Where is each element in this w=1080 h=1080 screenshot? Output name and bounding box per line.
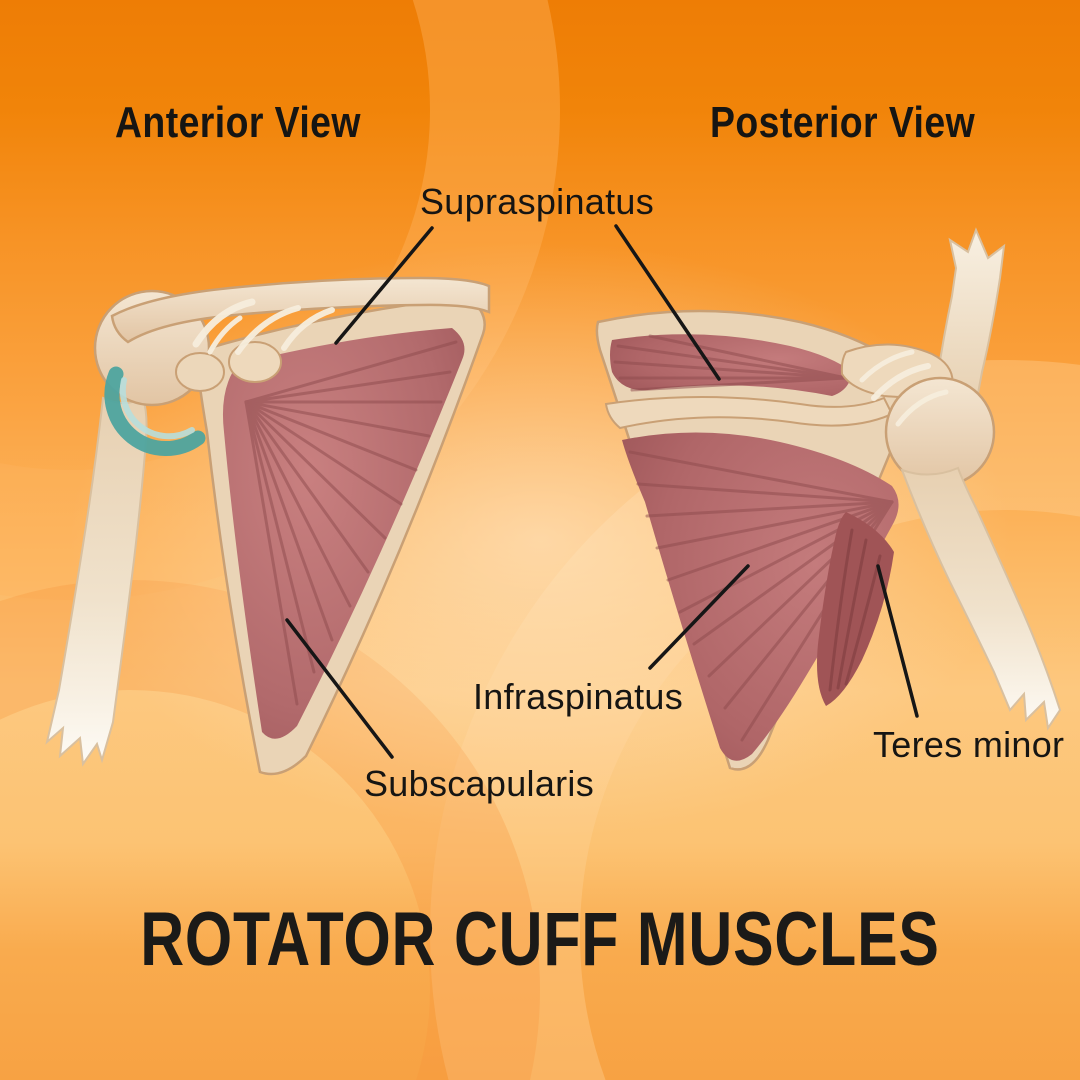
supraspinatus-leader-anterior <box>334 226 434 345</box>
teres-minor-label: Teres minor <box>873 724 1065 765</box>
humerus-anterior <box>45 396 148 767</box>
infraspinatus-label: Infraspinatus <box>473 676 684 717</box>
greater-tubercle <box>175 352 225 392</box>
anterior-figure <box>45 276 491 776</box>
coracoid-process <box>228 341 282 383</box>
glenoid-cartilage-highlight <box>119 377 195 440</box>
shoulder-ligaments-posterior <box>859 349 949 427</box>
subscapularis-leader <box>285 618 394 759</box>
poster-title: ROTATOR CUFF MUSCLES <box>140 897 940 982</box>
infraspinatus-leader <box>648 564 750 670</box>
subscapularis-striations <box>244 340 458 706</box>
supraspinatus-label: Supraspinatus <box>420 181 655 222</box>
posterior-figure <box>595 227 1062 771</box>
scapular-spine <box>604 396 894 430</box>
subscapularis-label: Subscapularis <box>364 763 595 804</box>
posterior-view-label: Posterior View <box>710 98 976 147</box>
leader-lines <box>285 224 919 759</box>
clavicle-anterior <box>110 276 491 344</box>
humerus-posterior <box>900 466 1062 731</box>
supraspinatus-striations <box>613 334 848 392</box>
teres-minor-striations <box>828 528 882 692</box>
anterior-view-label: Anterior View <box>115 98 361 147</box>
teres-minor-muscle <box>817 512 894 706</box>
shoulder-ligaments-anterior <box>192 298 335 355</box>
teres-minor-leader <box>876 564 919 718</box>
supraspinatus-leader-posterior <box>614 224 721 381</box>
glenoid-cartilage <box>104 366 206 457</box>
